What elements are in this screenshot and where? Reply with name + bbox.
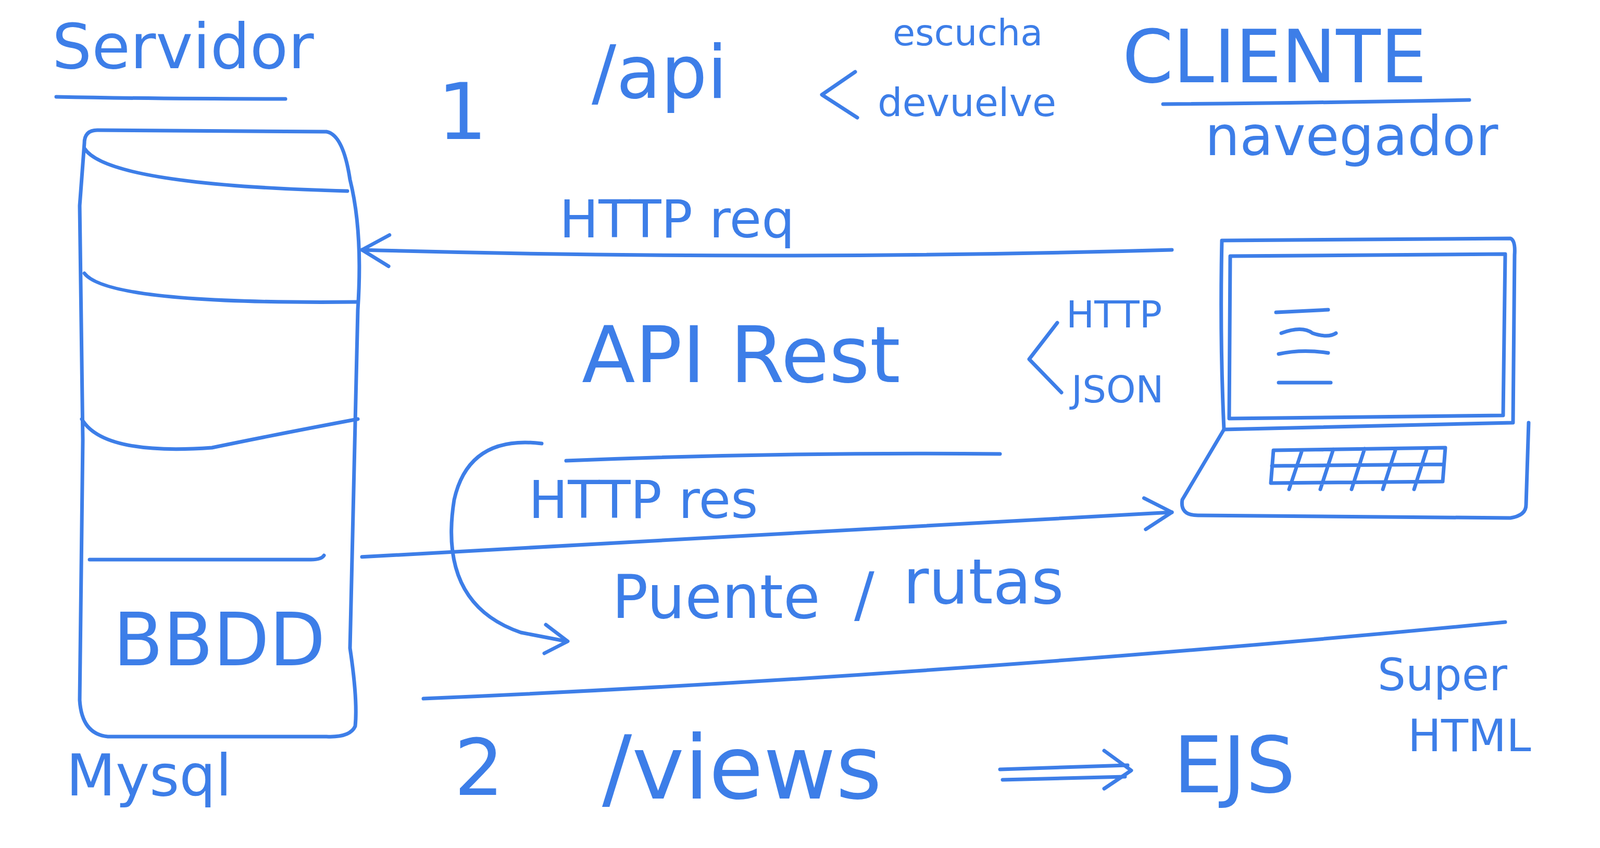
node-text: BBDD: [113, 604, 326, 678]
arrow-head: [1104, 751, 1132, 790]
outline-stroke: [1229, 254, 1506, 419]
curved-arrow: [451, 442, 567, 642]
separator: /: [854, 565, 875, 625]
label: rutas: [903, 551, 1065, 614]
outline-stroke: [1221, 238, 1516, 430]
note: Super: [1377, 653, 1508, 698]
outline-stroke: [1181, 422, 1529, 519]
underline: [1163, 100, 1470, 105]
outline-stroke: [81, 419, 358, 450]
arrow: [1000, 765, 1128, 781]
callout-number: 1: [437, 72, 487, 152]
database-cylinder: BBDD: [76, 127, 362, 740]
route-label: /api: [591, 36, 728, 110]
label: EJS: [1173, 726, 1296, 805]
outline-stroke: [84, 148, 348, 192]
bracket: [821, 71, 858, 118]
heading: CLIENTE: [1122, 20, 1427, 94]
note: HTTP: [1066, 295, 1162, 334]
http-arrow: [361, 498, 1172, 558]
arrow-line: [361, 250, 1172, 256]
note: devuelve: [877, 83, 1057, 123]
outline-stroke: [1276, 309, 1336, 383]
title-label: API Rest: [581, 316, 901, 395]
note: HTML: [1407, 714, 1532, 759]
outline-stroke: [84, 273, 358, 303]
divider-line: [423, 622, 1506, 699]
outline-stroke: [79, 130, 360, 737]
arrow-line: [361, 512, 1172, 558]
edge-label: HTTP req: [556, 193, 798, 246]
node-text: navegador: [1205, 109, 1499, 165]
note: JSON: [1071, 370, 1164, 409]
heading: Servidor: [52, 15, 315, 79]
arrow-head: [1143, 498, 1172, 530]
caption: Mysql: [66, 747, 232, 805]
label: Puente: [611, 567, 821, 628]
route-label: /views: [602, 723, 882, 813]
bracket: [1029, 322, 1062, 393]
arrow-head: [361, 234, 390, 267]
arrow-head: [544, 625, 568, 654]
edge-label: HTTP res: [525, 474, 761, 527]
outline: [1171, 104, 1532, 521]
laptop: navegador: [1171, 104, 1532, 521]
divider-line: [566, 453, 1000, 461]
callout-number: 2: [454, 729, 504, 808]
outline-stroke: [89, 555, 324, 560]
underline: [56, 96, 286, 99]
note: escucha: [892, 14, 1043, 52]
outline-stroke: [1270, 447, 1446, 490]
